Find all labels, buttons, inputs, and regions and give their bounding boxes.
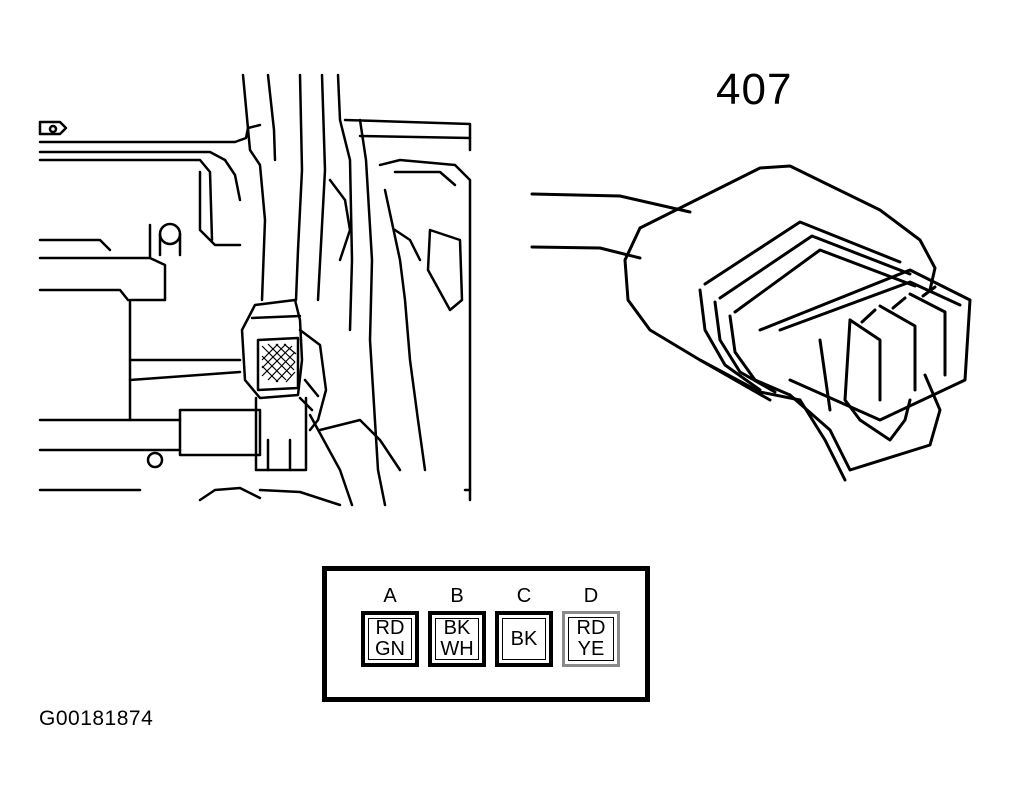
pin-cell: RD YE (562, 611, 620, 667)
wire-color-secondary: GN (375, 638, 405, 660)
pin-cell-inner-border (435, 618, 479, 660)
pin-letter: C (516, 585, 532, 607)
pin-cell-inner-border (368, 618, 412, 660)
pin-cell: BK WH (428, 611, 486, 667)
pin-cell: BK (495, 611, 553, 667)
pin-letter: A (383, 585, 397, 607)
pin-cell: RD GN (361, 611, 419, 667)
pin-layout-box: A RD GN B BK WH C BK D RD YE (322, 566, 650, 702)
connector-number: 407 (716, 65, 793, 114)
wire-color-primary: BK (510, 627, 538, 650)
pin-cell-inner-border (502, 618, 546, 660)
pin-letter: B (450, 585, 464, 607)
wire-color-primary: BK (443, 617, 471, 639)
wire-color-primary: RD (576, 617, 606, 639)
wire-color-secondary: YE (577, 638, 605, 660)
figure-id: G00181874 (39, 707, 154, 730)
pin-cell-inner-border (568, 617, 614, 661)
wire-color-primary: RD (375, 617, 405, 639)
pin-letter: D (583, 585, 599, 607)
wire-color-secondary: WH (440, 638, 474, 660)
